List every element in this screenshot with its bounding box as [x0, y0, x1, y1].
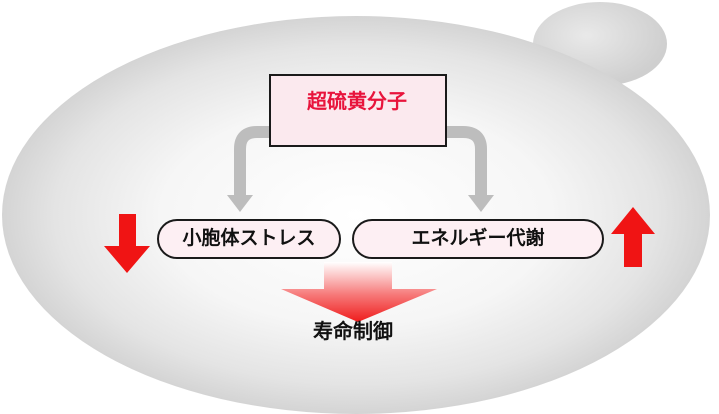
- left-pill: [157, 219, 341, 259]
- gradient-down-arrow-icon: [281, 262, 437, 322]
- outcome-label: 寿命制御: [313, 319, 393, 343]
- connector-right-arrow: [446, 126, 494, 212]
- top-box: [269, 74, 447, 147]
- right-pill-label: エネルギー代謝: [411, 227, 545, 249]
- connector-left-arrow: [227, 126, 270, 212]
- up-arrow-icon: [611, 207, 655, 267]
- main-cell: [2, 16, 710, 414]
- right-pill: [352, 219, 604, 259]
- top-box-label: 超硫黄分子: [307, 89, 407, 113]
- down-arrow-icon: [104, 214, 150, 273]
- left-pill-label: 小胞体ストレス: [182, 227, 316, 249]
